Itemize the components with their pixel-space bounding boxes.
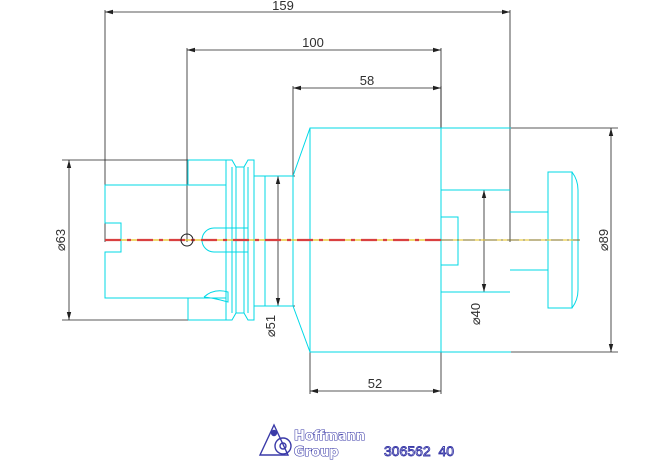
dim-dia-63: ⌀63	[53, 229, 68, 251]
key-slot	[201, 227, 249, 253]
dimension-arrows	[66, 9, 614, 394]
neck	[254, 175, 294, 307]
part-number: 306562 40	[384, 443, 454, 459]
brand-name-line1: Hoffmann	[294, 429, 365, 444]
dim-length-100: 100	[302, 35, 324, 50]
centerline	[105, 233, 580, 247]
hsk-shank	[104, 160, 189, 320]
brand-name-line2: Group	[294, 445, 339, 460]
orientation-notch	[203, 290, 229, 303]
hoffmann-group-logo: Hoffmann Group	[258, 423, 366, 460]
logo-emblem-icon	[258, 423, 292, 456]
dimension-labels: 159 100 58 52 ⌀63 ⌀51 ⌀40 ⌀89	[53, 0, 611, 391]
dim-length-52: 52	[368, 376, 382, 391]
dim-dia-89: ⌀89	[596, 229, 611, 251]
dim-overall-length: 159	[272, 0, 294, 13]
dim-dia-51: ⌀51	[263, 315, 278, 337]
dimension-lines	[62, 10, 618, 394]
reference-point-icon	[180, 233, 194, 247]
dim-dia-40: ⌀40	[468, 303, 483, 325]
spigot-recess	[441, 216, 459, 266]
dim-length-58: 58	[360, 73, 374, 88]
